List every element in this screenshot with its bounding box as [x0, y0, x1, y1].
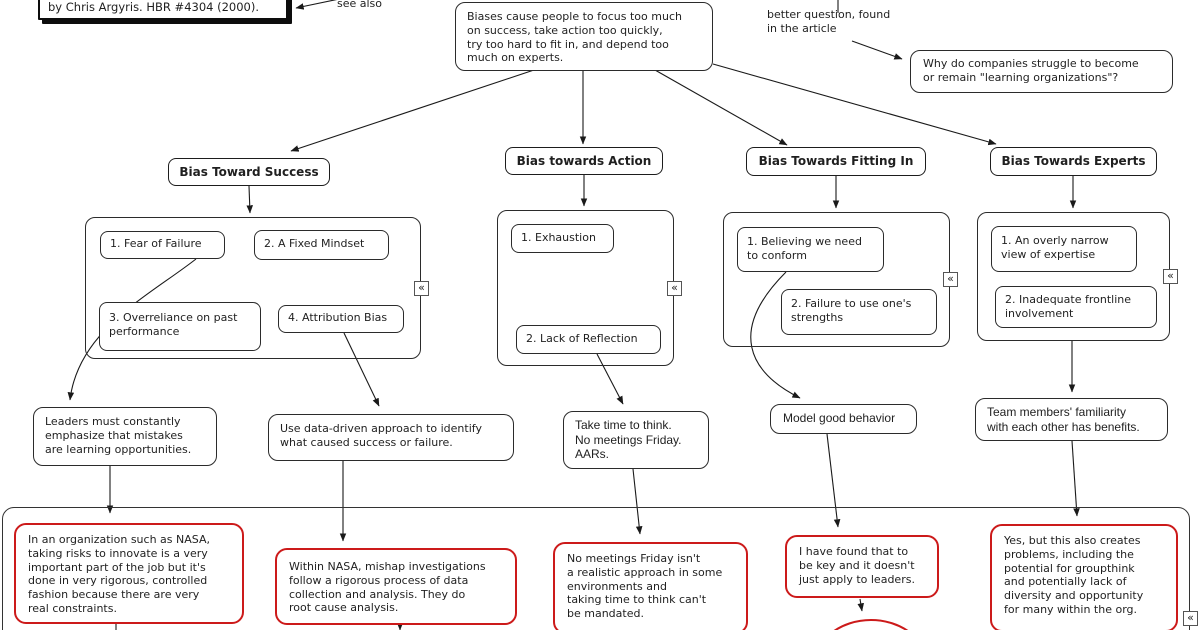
- collapse-icon-experts[interactable]: «: [1163, 269, 1178, 284]
- link-take-time-to-no-meetings: [632, 468, 643, 535]
- cause-frontline-involvement[interactable]: 2. Inadequate frontline involvement: [995, 286, 1157, 328]
- see-also-label: see also: [337, 0, 383, 10]
- link-better-question-arrow: [851, 40, 903, 60]
- link-model-to-found-key: [826, 433, 841, 528]
- cause-fear-of-failure[interactable]: 1. Fear of Failure: [100, 231, 225, 259]
- cause-failure-strengths[interactable]: 2. Failure to use one's strengths: [781, 289, 937, 335]
- remedy-model-good-behavior[interactable]: Model good behavior: [770, 404, 917, 434]
- response-found-key[interactable]: I have found that to be key and it doesn…: [785, 535, 939, 598]
- collapse-icon-success[interactable]: «: [414, 281, 429, 296]
- cause-narrow-expertise[interactable]: 1. An overly narrow view of expertise: [991, 226, 1137, 272]
- link-attribution-to-data-driven: [343, 332, 380, 407]
- cause-lack-of-reflection[interactable]: 2. Lack of Reflection: [516, 325, 661, 354]
- biases-summary-node[interactable]: Biases cause people to focus too much on…: [455, 2, 713, 71]
- cause-overreliance[interactable]: 3. Overreliance on past performance: [99, 302, 261, 351]
- link-biases-to-experts: [712, 63, 997, 146]
- group-responses[interactable]: [2, 507, 1190, 630]
- response-groupthink[interactable]: Yes, but this also creates problems, inc…: [990, 524, 1178, 630]
- remedy-data-driven[interactable]: Use data-driven approach to identify wha…: [268, 414, 514, 461]
- better-question-label: better question, found in the article: [767, 8, 891, 36]
- link-see-also: [295, 0, 338, 10]
- link-reflection-to-take-time: [596, 353, 624, 405]
- article-citation-node[interactable]: by Chris Argyris. HBR #4304 (2000).: [38, 0, 288, 20]
- remedy-take-time-to-think[interactable]: Take time to think. No meetings Friday. …: [563, 411, 709, 469]
- collapse-icon-responses[interactable]: «: [1183, 611, 1198, 626]
- cause-attribution-bias[interactable]: 4. Attribution Bias: [278, 305, 404, 333]
- collapse-icon-fitting-in[interactable]: «: [943, 272, 958, 287]
- cause-believing-conform[interactable]: 1. Believing we need to conform: [737, 227, 884, 272]
- link-biases-to-fitting-in: [654, 69, 788, 146]
- branch-header-action[interactable]: Bias towards Action: [505, 147, 663, 175]
- response-nasa-mishap[interactable]: Within NASA, mishap investigations follo…: [275, 548, 517, 625]
- response-no-meetings[interactable]: No meetings Friday isn't a realistic app…: [553, 542, 748, 630]
- branch-header-success[interactable]: Bias Toward Success: [168, 158, 330, 186]
- cause-exhaustion[interactable]: 1. Exhaustion: [511, 224, 614, 253]
- article-citation-text: by Chris Argyris. HBR #4304 (2000).: [48, 0, 260, 14]
- cause-fixed-mindset[interactable]: 2. A Fixed Mindset: [254, 230, 389, 260]
- cutoff-red-ellipse-node[interactable]: [813, 619, 929, 630]
- link-biases-to-success: [290, 69, 535, 152]
- response-nasa-risks[interactable]: In an organization such as NASA, taking …: [14, 523, 244, 624]
- remedy-leaders-emphasize[interactable]: Leaders must constantly emphasize that m…: [33, 407, 217, 466]
- root-question-node[interactable]: Why do companies struggle to become or r…: [910, 50, 1173, 93]
- link-conform-to-model: [750, 271, 801, 399]
- branch-header-experts[interactable]: Bias Towards Experts: [990, 147, 1157, 176]
- link-found-key-down: [857, 598, 864, 612]
- collapse-icon-action[interactable]: «: [667, 281, 682, 296]
- link-team-to-groupthink: [1071, 440, 1080, 517]
- branch-header-fitting-in[interactable]: Bias Towards Fitting In: [746, 147, 926, 176]
- remedy-team-familiarity[interactable]: Team members' familiarity with each othe…: [975, 398, 1168, 441]
- link-success-to-group: [246, 185, 254, 214]
